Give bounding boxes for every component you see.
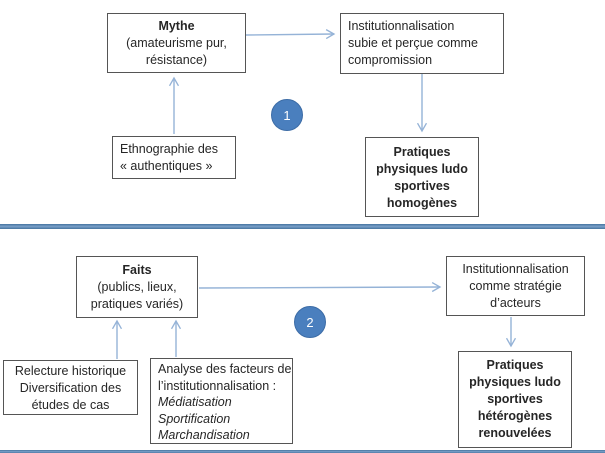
node-text-line: compromission — [348, 53, 433, 67]
step-badge-2: 2 — [294, 306, 326, 338]
node-text-line: renouvelées — [478, 426, 552, 440]
node-text-line: Institutionnalisation — [348, 19, 455, 33]
arrow-mythe-to-institutionnalisation — [245, 29, 336, 40]
step-badge-1: 1 — [271, 99, 303, 131]
arrow-faits-to-institutionnalisation-strategie — [198, 281, 442, 293]
section-divider — [0, 224, 605, 229]
node-text-line: Pratiques — [393, 145, 451, 159]
node-institutionnalisation-strategie: Institutionnalisation comme stratégie d’ac… — [446, 256, 585, 316]
node-text-line: (amateurisme pur, — [126, 36, 227, 50]
node-text-line: d’acteurs — [490, 296, 541, 310]
node-text-line: résistance) — [145, 53, 208, 67]
node-text-line: études de cas — [31, 398, 110, 412]
node-text-line: pratiques variés) — [90, 297, 184, 311]
node-text-line: Faits — [122, 263, 152, 277]
node-institutionnalisation-subie: Institutionnalisation subie et perçue com… — [340, 13, 504, 74]
node-pratiques-homogenes: Pratiques physiques ludo sportives homogène… — [365, 137, 479, 217]
node-faits: Faits (publics, lieux, pratiques variés) — [76, 256, 198, 318]
node-text-line: homogènes — [386, 196, 458, 210]
node-text-line: Mythe — [158, 19, 195, 33]
node-text-line: sportives — [487, 392, 543, 406]
bottom-accent-line — [0, 450, 605, 453]
node-analyse: Analyse des facteurs de l’institutionnali… — [150, 358, 293, 444]
node-text-line: Médiatisation — [158, 395, 232, 409]
node-mythe: Mythe (amateurisme pur, résistance) — [107, 13, 246, 73]
node-text-line: comme stratégie — [469, 279, 562, 293]
node-text-line: Ethnographie des — [120, 142, 218, 156]
node-text-line: Pratiques — [486, 358, 544, 372]
node-text-line: Diversification des — [19, 381, 122, 395]
node-text-line: hétérogènes — [477, 409, 553, 423]
node-text-line: Analyse des facteurs de — [158, 362, 292, 376]
node-pratiques-heterogenes: Pratiques physiques ludo sportives hétérogè… — [458, 351, 572, 448]
node-text-line: Marchandisation — [158, 428, 250, 442]
node-text-line: sportives — [394, 179, 450, 193]
node-text-line: physiques ludo — [376, 162, 468, 176]
node-text-line: (publics, lieux, — [97, 280, 177, 294]
node-text-line: Relecture historique — [14, 364, 127, 378]
node-text-line: physiques ludo — [469, 375, 561, 389]
node-text-line: Sportification — [158, 411, 231, 426]
node-text-line: subie et perçue comme — [348, 36, 478, 50]
node-text-line: « authentiques » — [120, 159, 213, 173]
node-ethnographie: Ethnographie des « authentiques » — [112, 136, 236, 179]
node-text-line: l’institutionnalisation : — [158, 378, 277, 393]
node-text-line: Institutionnalisation — [462, 262, 569, 276]
